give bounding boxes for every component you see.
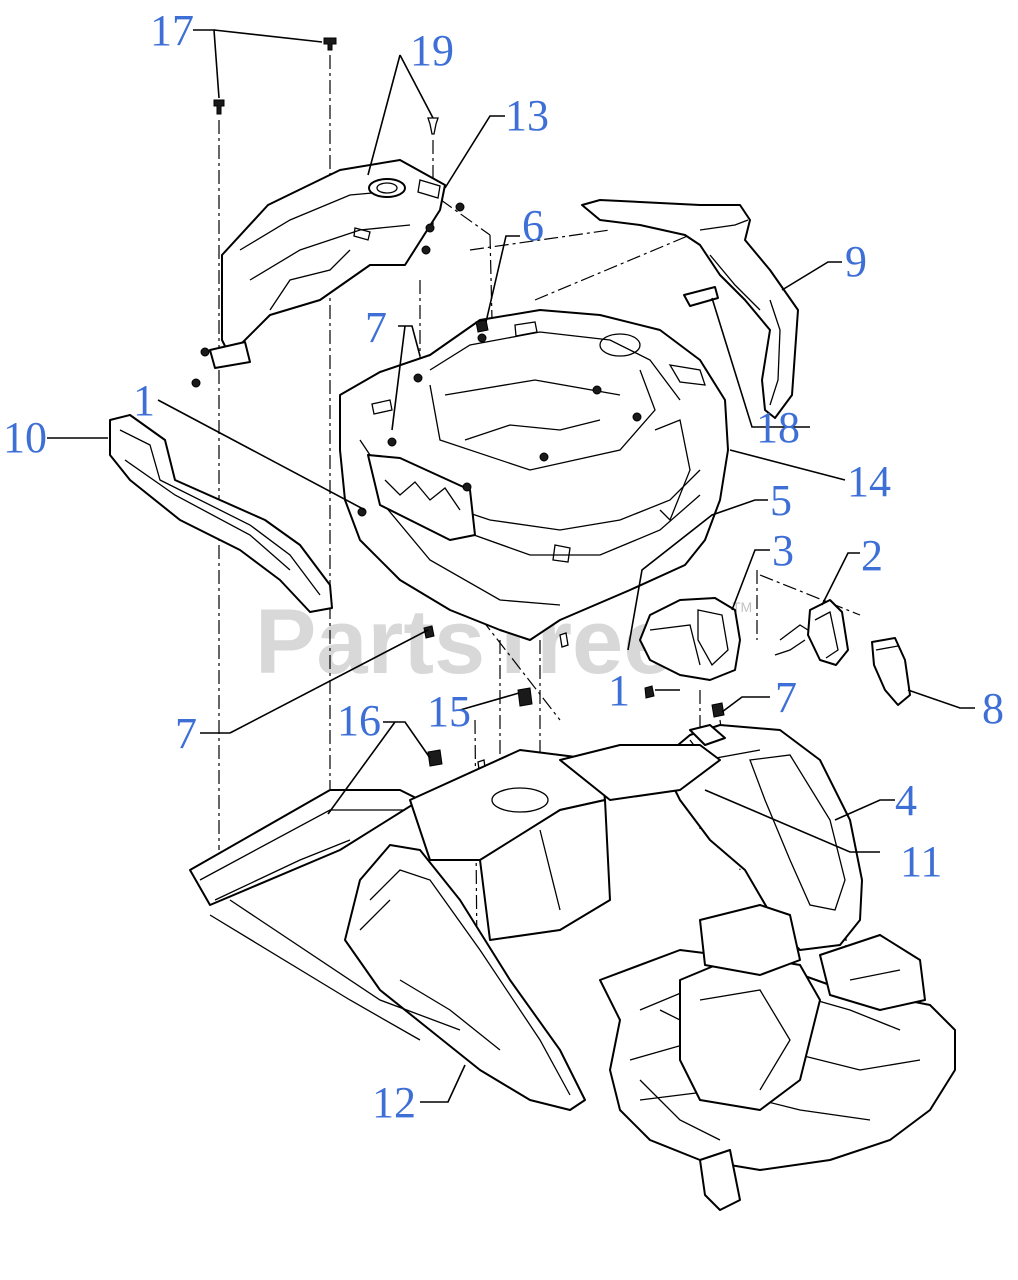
- callout-19: 19: [410, 26, 454, 75]
- callout-7-top: 7: [365, 303, 387, 352]
- callout-2: 2: [861, 531, 883, 580]
- floor-footrest: [599, 904, 956, 1211]
- callout-12: 12: [372, 1078, 416, 1127]
- callout-5: 5: [770, 476, 792, 525]
- part-3-dash-bezel: [639, 597, 741, 681]
- callout-1-right: 1: [608, 666, 630, 715]
- callout-7-bottom: 7: [175, 709, 197, 758]
- watermark-tm: TM: [732, 599, 752, 615]
- callout-11: 11: [900, 837, 942, 886]
- part-8-cap: [871, 637, 911, 706]
- fasteners-top: [191, 37, 465, 388]
- fasteners-middle: [327, 625, 725, 827]
- callout-6: 6: [522, 201, 544, 250]
- callout-9: 9: [845, 237, 867, 286]
- part-10-side-panel: [109, 414, 333, 613]
- part-13-fender-cover: [209, 159, 446, 369]
- callout-8: 8: [982, 684, 1004, 733]
- callout-7-right: 7: [775, 673, 797, 722]
- callout-17: 17: [150, 6, 194, 55]
- callout-4: 4: [895, 776, 917, 825]
- part-12-fender-skirt: [344, 844, 586, 1111]
- callout-1-left: 1: [133, 376, 155, 425]
- callout-10: 10: [3, 413, 47, 462]
- frame-chassis: [189, 744, 721, 1041]
- part-14-hood: [339, 309, 729, 641]
- small-brackets: [475, 286, 719, 333]
- callout-3: 3: [772, 526, 794, 575]
- callout-13: 13: [505, 91, 549, 140]
- part-9-side-panel: [581, 199, 799, 419]
- callout-numbers: 17 19 13 6 9 7 1 10 18 14 5 3 2 1 7 8 7 …: [3, 6, 1004, 1127]
- callout-18: 18: [756, 403, 800, 452]
- leader-lines: [47, 29, 975, 1103]
- callout-15: 15: [427, 687, 471, 736]
- part-2-light-assembly: [774, 599, 849, 666]
- callout-14: 14: [847, 457, 891, 506]
- callout-16: 16: [337, 696, 381, 745]
